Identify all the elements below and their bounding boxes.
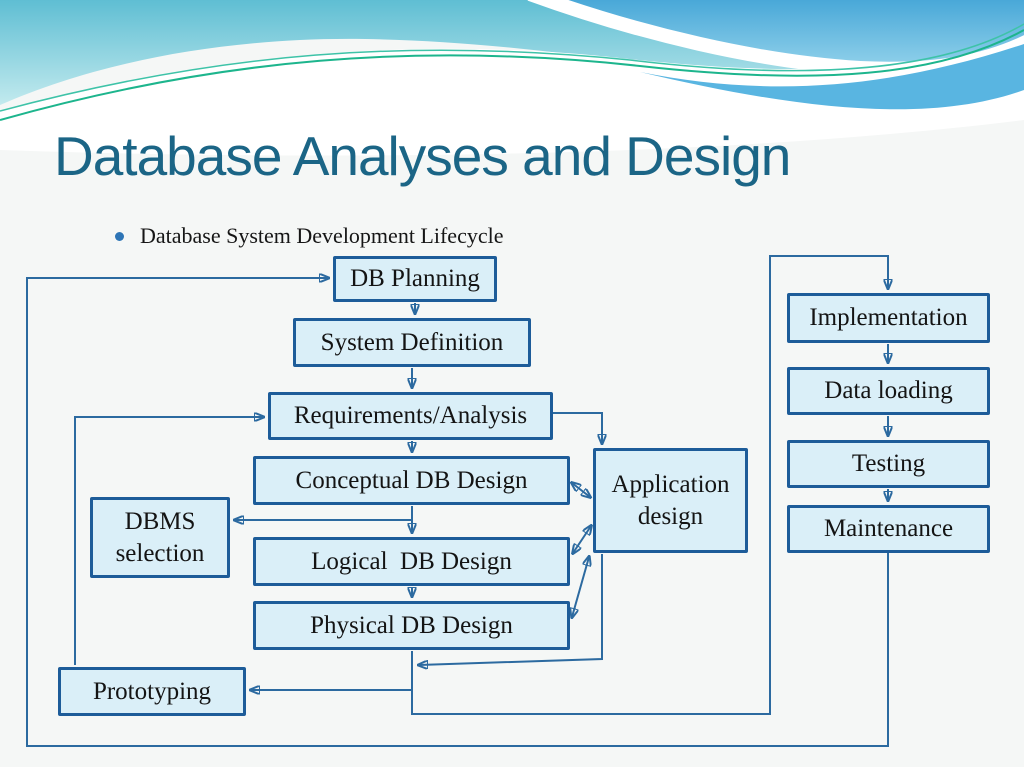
page-title: Database Analyses and Design xyxy=(54,125,791,187)
bullet-dot-icon xyxy=(115,231,124,241)
node-physical-db-design: Physical DB Design xyxy=(253,601,570,650)
arrow-prototyping-feedback-loop xyxy=(74,417,263,665)
header-wave-decoration xyxy=(0,0,1024,156)
arrow-requirements-to-appdesign xyxy=(553,412,602,443)
arrow-physical-to-implementation xyxy=(411,255,888,715)
wave-accent-line-1 xyxy=(0,29,1024,121)
node-prototyping: Prototyping xyxy=(58,667,246,716)
node-requirements-analysis: Requirements/Analysis xyxy=(268,392,553,440)
arrow-outer-feedback-loop xyxy=(26,278,889,747)
node-testing: Testing xyxy=(787,440,990,488)
arrow-physical-appdesign-bidirectional xyxy=(572,557,589,617)
node-application-design: Application design xyxy=(593,448,748,553)
wave-blue-dip xyxy=(640,44,1024,110)
wave-accent-line-2 xyxy=(0,23,1024,112)
node-data-loading: Data loading xyxy=(787,367,990,415)
bullet-item: Database System Development Lifecycle xyxy=(115,223,503,249)
node-dbms-selection: DBMS selection xyxy=(90,497,230,578)
arrow-appdesign-down-join xyxy=(419,554,603,665)
arrow-logical-appdesign-bidirectional xyxy=(573,526,591,553)
node-maintenance: Maintenance xyxy=(787,505,990,553)
node-conceptual-db-design: Conceptual DB Design xyxy=(253,456,570,505)
wave-blue-corner xyxy=(540,0,1024,66)
bullet-text: Database System Development Lifecycle xyxy=(140,223,504,248)
node-system-definition: System Definition xyxy=(293,318,531,367)
node-logical-db-design: Logical DB Design xyxy=(253,537,570,586)
node-db-planning: DB Planning xyxy=(333,256,497,302)
arrow-conceptual-appdesign-bidirectional xyxy=(572,483,590,497)
node-implementation: Implementation xyxy=(787,293,990,343)
